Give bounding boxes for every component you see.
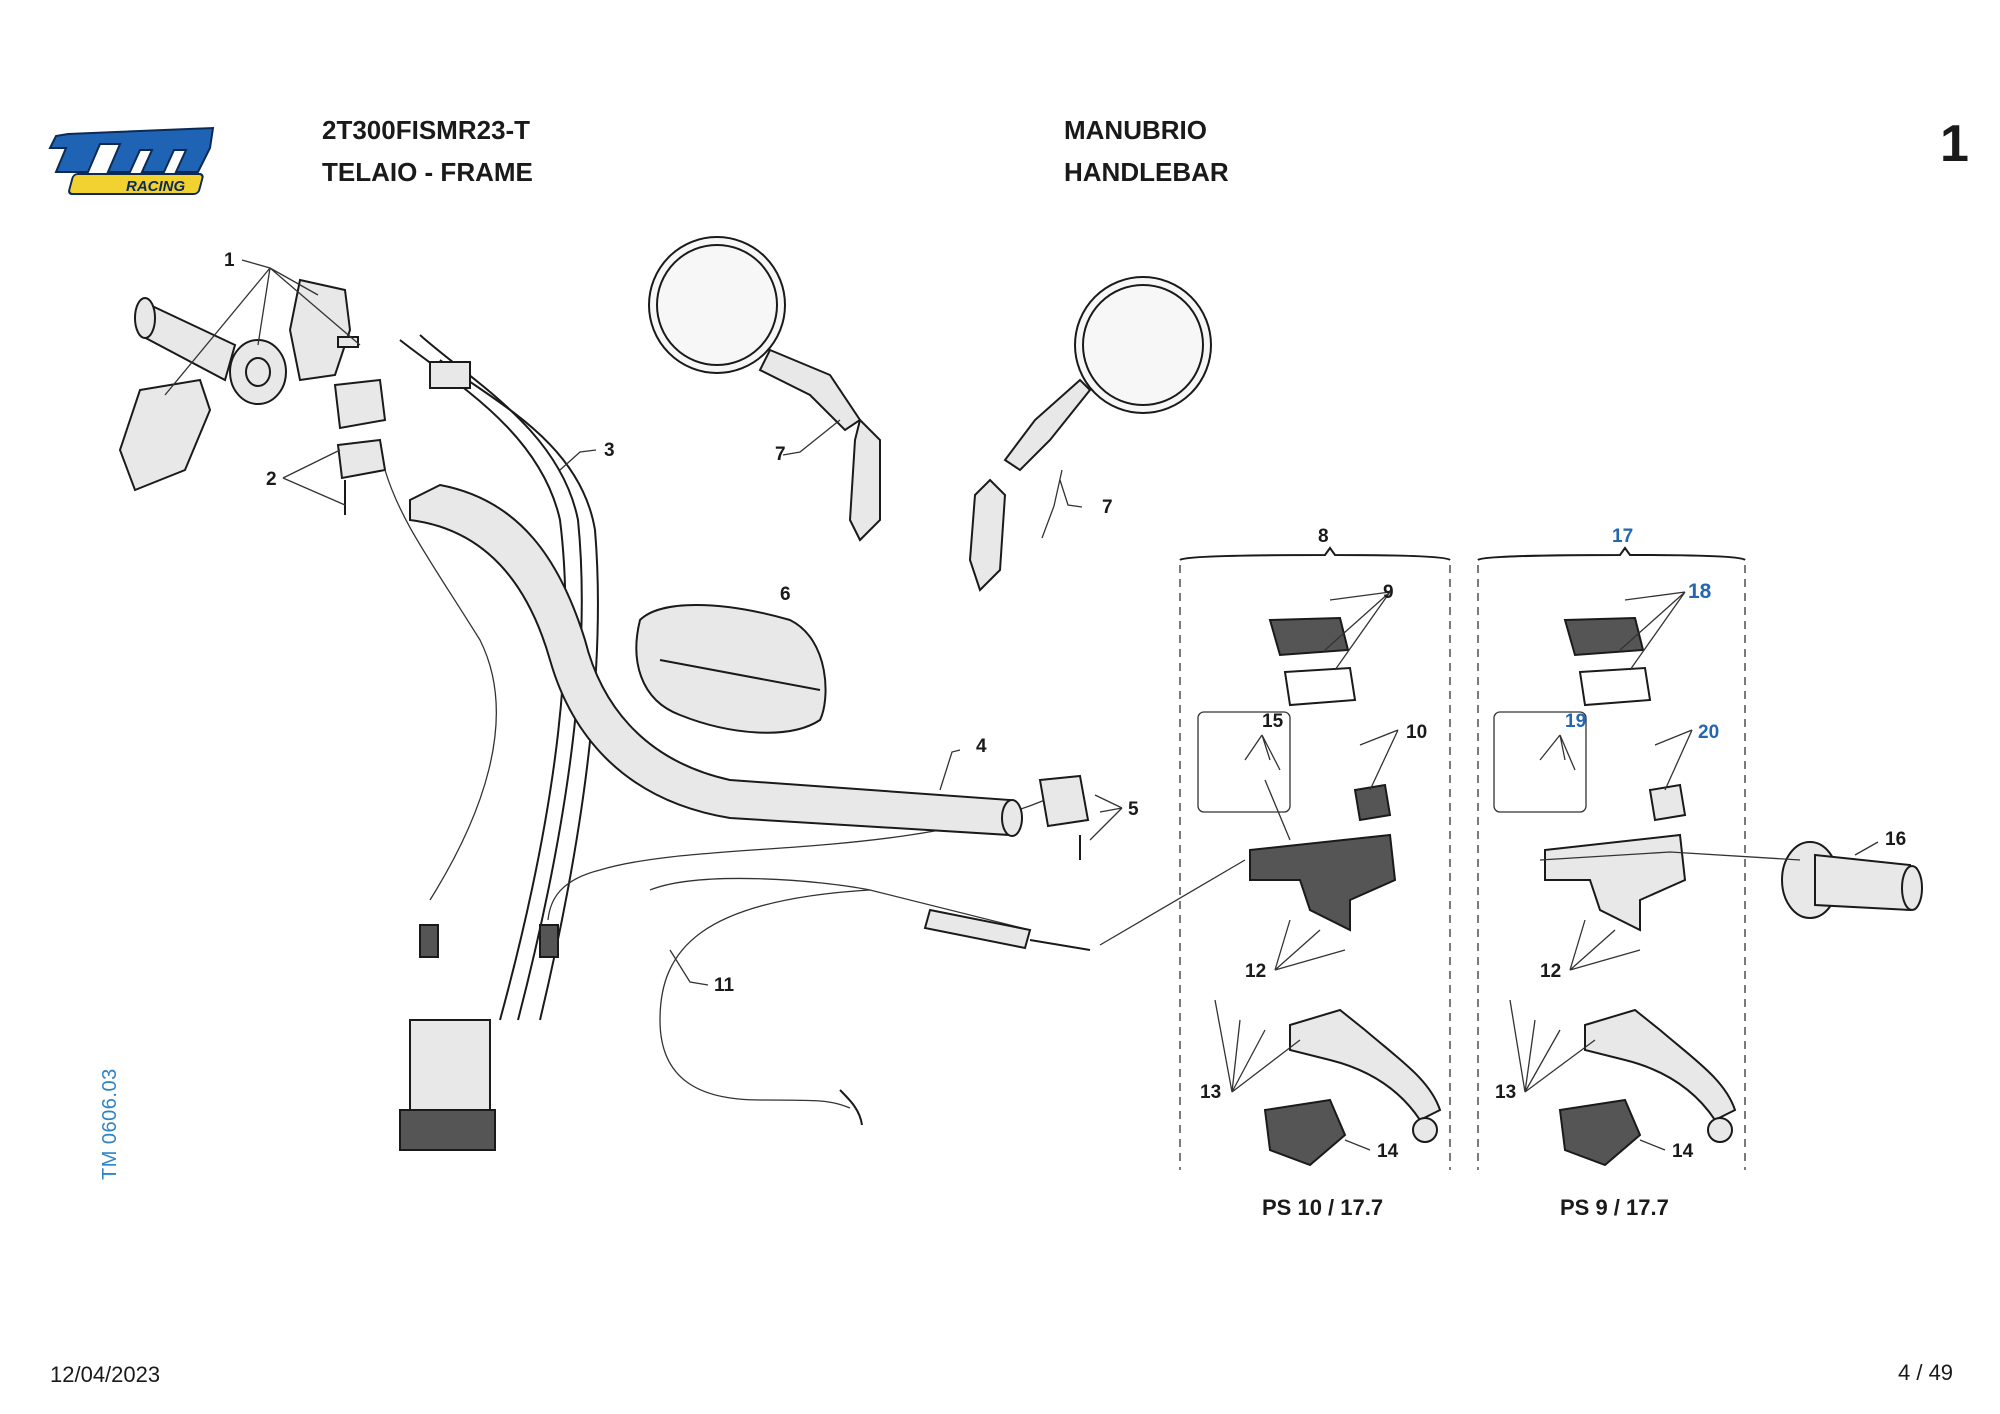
callout-7-left: 7 [1102, 497, 1113, 518]
callout-19: 19 [1565, 711, 1586, 732]
callout-10: 10 [1406, 722, 1427, 743]
callout-2: 2 [266, 469, 277, 490]
section-title: TELAIO - FRAME [322, 157, 533, 187]
logo-tagline: RACING [126, 178, 185, 195]
callout-13-left: 13 [1200, 1082, 1221, 1103]
callout-9: 9 [1383, 582, 1394, 603]
page-number: 1 [1940, 115, 1969, 173]
switch-wiring [384, 469, 1046, 1151]
handlebar-pad [635, 604, 827, 734]
inset-frame-8 [1179, 546, 1451, 1170]
callout-18: 18 [1688, 580, 1712, 603]
callout-11: 11 [714, 975, 735, 996]
callout-8: 8 [1318, 526, 1329, 547]
group-title-en: HANDLEBAR [1064, 157, 1229, 187]
callout-7-right: 7 [775, 444, 786, 465]
group-title-it: MANUBRIO [1064, 115, 1207, 145]
leader-lines [164, 259, 1879, 1151]
callout-12-right: 12 [1540, 961, 1561, 982]
callout-1: 1 [224, 250, 235, 271]
callout-15: 15 [1262, 711, 1284, 732]
mirror-left [968, 276, 1212, 592]
inset-caption-right: PS 9 / 17.7 [1560, 1195, 1669, 1220]
callout-6: 6 [780, 584, 791, 605]
footer-page: 4 / 49 [1898, 1360, 1954, 1385]
throttle-grip [134, 297, 287, 405]
callout-14-left: 14 [1377, 1141, 1399, 1162]
footer-date: 12/04/2023 [50, 1362, 161, 1387]
inset-frame-17 [1477, 546, 1746, 1170]
left-switch-clamp [1038, 774, 1090, 860]
callout-12-left: 12 [1245, 961, 1266, 982]
handlebar-tube [409, 483, 1023, 837]
clutch-cable [649, 877, 1091, 1126]
callout-13-right: 13 [1495, 1082, 1516, 1103]
throttle-housing [118, 278, 359, 492]
callout-5: 5 [1128, 799, 1139, 820]
inset-caption-left: PS 10 / 17.7 [1262, 1195, 1383, 1220]
left-grip [1781, 841, 1923, 919]
callout-20: 20 [1698, 722, 1719, 743]
callout-3: 3 [604, 440, 615, 461]
callout-4: 4 [976, 736, 987, 757]
switch-clamp [333, 378, 387, 515]
mirror-right [648, 236, 881, 542]
callout-17: 17 [1612, 526, 1633, 547]
model-code: 2T300FISMR23-T [322, 115, 531, 145]
callout-16: 16 [1885, 829, 1906, 850]
throttle-cables [399, 334, 599, 1021]
callout-14-right: 14 [1672, 1141, 1694, 1162]
tm-racing-logo: RACING [48, 126, 215, 195]
